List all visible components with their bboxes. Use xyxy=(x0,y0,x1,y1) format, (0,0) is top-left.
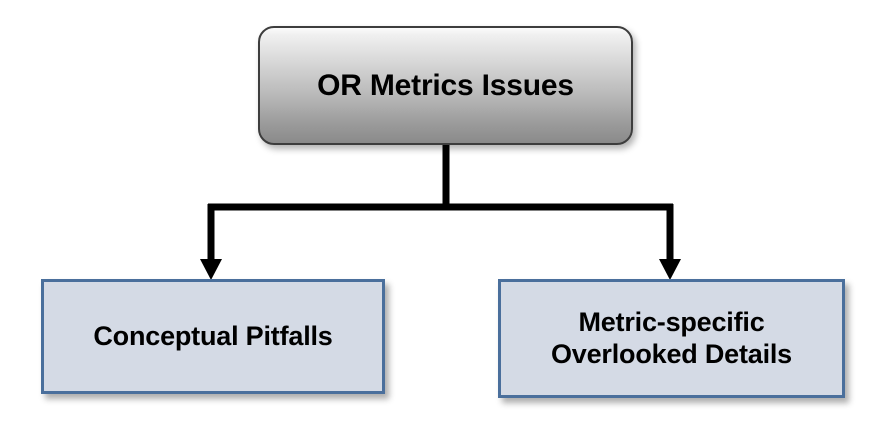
arrowhead-right xyxy=(659,259,681,280)
node-metric-specific-overlooked-details[interactable]: Metric-specific Overlooked Details xyxy=(498,279,845,398)
arrowhead-left xyxy=(200,259,222,280)
node-label-or-metrics-issues: OR Metrics Issues xyxy=(317,69,574,102)
node-conceptual-pitfalls[interactable]: Conceptual Pitfalls xyxy=(41,279,385,394)
node-or-metrics-issues[interactable]: OR Metrics Issues xyxy=(258,26,633,145)
node-label-conceptual-pitfalls: Conceptual Pitfalls xyxy=(93,320,333,351)
node-label-metric-specific-overlooked-details: Metric-specific Overlooked Details xyxy=(551,307,792,369)
